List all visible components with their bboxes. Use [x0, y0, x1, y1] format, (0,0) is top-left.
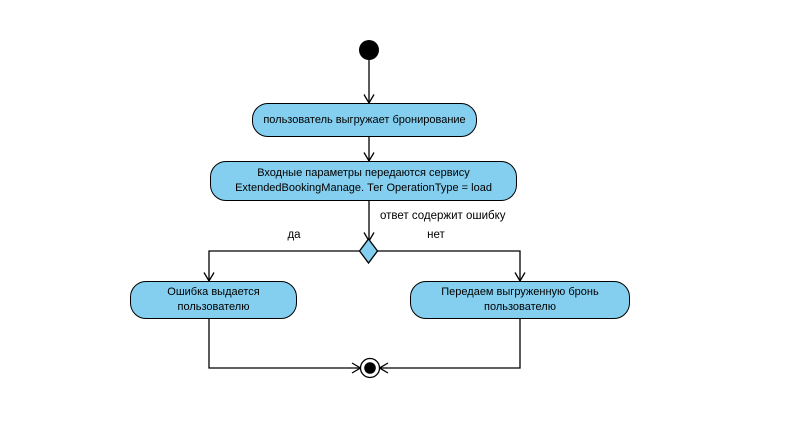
edge-decision-yes: [208, 250, 360, 281]
activity-label-line1: Входные параметры передаются сервису: [257, 167, 470, 180]
activity-label-line2: пользователю: [484, 301, 556, 313]
activity-node-load-booking: пользователь выгружает бронирование: [252, 103, 477, 137]
edge-error-to-final: [208, 319, 360, 369]
activity-label-line1: Передаем выгруженную бронь: [441, 286, 599, 299]
activity-label: пользователь выгружает бронирование: [263, 113, 466, 126]
final-node: [359, 357, 381, 379]
activity-node-pass-booking: Передаем выгруженную бронь пользователю: [410, 281, 630, 319]
decision-diamond: [358, 237, 379, 265]
initial-node: [359, 40, 379, 60]
edge-success-to-final: [380, 319, 521, 369]
activity-label-line2: пользователю: [177, 301, 250, 313]
edge-label-condition: ответ содержит ошибку: [380, 210, 506, 222]
activity-label-line2: ExtendedBookingManage. Тег OperationType…: [235, 182, 492, 194]
activity-node-input-params: Входные параметры передаются сервису Ext…: [210, 161, 517, 201]
activity-label-line1: Ошибка выдается: [167, 286, 260, 299]
edge-decision-no: [377, 250, 521, 281]
edge-label-yes: да: [287, 229, 301, 241]
activity-node-error-shown: Ошибка выдается пользователю: [130, 281, 297, 319]
edge-label-no: нет: [427, 229, 445, 241]
